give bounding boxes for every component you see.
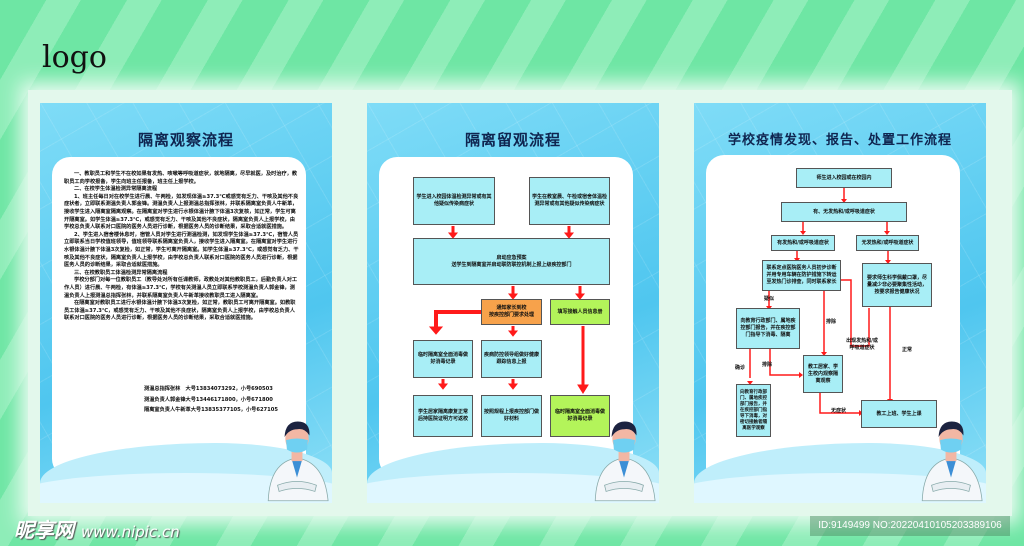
poster-title: 隔离观察流程 [137,131,234,149]
flow-box: 要求师生科学佩戴口罩，尽量减少非必要聚集性活动，按要求报告健康状况 [862,263,932,307]
flow-arrows [428,226,589,394]
paragraph: 2、学生进入宿舍楼休息时，宿管人员对学生进行测温检测，如发现学生体温≥37.3℃… [64,231,299,269]
flow-label: 确诊 [735,365,746,371]
flow-label: 疑似 [764,296,775,302]
flow-box: 向教育行政部门、属地疾控部门报告，并在疾控部门指导下消毒，对密切接触者隔离医学观… [736,384,771,437]
flow-label: 正常 [902,347,913,353]
flow-label: 排除 [826,319,837,325]
paragraph: 三、在校教职员工体温检测异常隔离流程 [74,269,168,276]
flow-box: 教工上班、学生上课 [861,400,937,428]
poster-title: 学校疫情发现、报告、处置工作流程 [727,133,952,148]
flow-box: 有发热和/或呼吸道症状 [771,235,835,251]
flow-box: 联系定点医院医务人员初步诊断并用专用车辆在防护措施下转运至发热门诊排查，同时联系… [762,260,841,291]
contacts: 测温总指挥张林 大号13834073292，小号690503 测温负责人郭金锋大… [144,384,278,416]
watermark-id: ID:9149499 NO:20220410105203389106 [810,516,1010,536]
flow-box: 学生进入校园体温检测异常或有其他疑似传染病症状 [413,177,495,225]
watermark-site-name: 昵享网 [14,518,74,542]
flow-box-contact-register: 填写接触人员信息册 [550,299,610,325]
paragraph: 在隔离室对教职员工进行水银体温计腋下体温3次复检，如正常，教职员工可离开隔离室。… [64,300,296,322]
flow-box-notify-parents: 通知家长到校 按疾控部门要求处理 [481,299,542,325]
flow-box: 学生居家隔离康复正常后持医院证明方可返校 [413,395,473,437]
flow-box: 临时隔离室全面消毒做好消毒记录 [550,395,610,437]
poster-isolation-observation: 隔离观察流程 一、教职员工和学生不在校如果有发热、咳嗽等呼吸道症状，就地隔离，尽… [40,103,332,503]
contact-line: 测温负责人郭金锋大号13446171800，小号671800 [144,396,273,403]
flow-label: 出现发热和/或呼吸道症状 [846,338,878,351]
poster-title: 隔离留观流程 [464,131,561,149]
flow-box: 向教育行政部门、属地疾控部门报告，并在疾控部门指导下消毒、隔离 [736,308,800,349]
contact-line: 测温总指挥张林 大号13834073292，小号690503 [144,386,273,392]
flow-arrows [747,188,893,416]
flow-box: 按照规程上报疾控部门做好材料 [481,395,542,437]
flow-label: 无症状 [831,408,847,414]
watermark-url: www.nipic.cn [80,523,180,541]
logo: logo [42,40,107,75]
flow-label: 排除 [762,362,773,368]
doctor-illustration [921,421,983,502]
flow-box: 疾病防控领导组做好健康跟踪信息上报 [481,340,542,378]
flow-box: 学生在教室晨、午检或宿舍体温检测异常或有其他疑似传染病症状 [529,177,610,225]
flow-box: 教工居家、学生校内观察隔离观察 [803,355,843,393]
flow-box: 师生进入校园或在校园内 [796,168,892,188]
paragraph: 二、在校学生体温检测异常隔离流程 [74,186,158,193]
paragraph: 学校分部门对每一位教职员工（教导处对所有任课教师，政教处对其他教职员工，后勤负责… [64,277,298,299]
content-card [52,157,306,477]
body-text: 一、教职员工和学生不在校如果有发热、咳嗽等呼吸道症状，就地隔离，尽早就医，及时治… [64,171,300,323]
contact-line: 隔离室负责人牛新革大号13835377105，小号627105 [144,407,278,413]
flow-box: 有、无发热和/或呼吸道症状 [781,202,907,222]
flow-box: 临时隔离室全面消毒做好消毒记录 [413,340,473,378]
poster-isolation-retention: 隔离留观流程 学生进入校园体温检测异常或有其他疑似传染病症状 学生在教室晨、午检… [367,103,659,503]
paragraph: 1、班主任每日对在校学生进行晨、午两检，如发现体温≥37.3℃或感觉有乏力、干咳… [64,193,299,231]
paragraph: 一、教职员工和学生不在校如果有发热、咳嗽等呼吸道症状，就地隔离，尽早就医，及时治… [64,171,298,185]
flow-box: 无发热和/或呼吸道症状 [856,235,919,251]
doctor-illustration [267,421,329,502]
poster-epidemic-handling: 学校疫情发现、报告、处置工作流程 师生进入校园或在校园内 有、无发热和/或呼吸道… [694,103,986,503]
watermark-site: 昵享网 www.nipic.cn [14,514,180,543]
doctor-illustration [594,421,656,502]
flow-box: 启动应急预案 送学生到隔离室并启动联防联控机制上报上级疾控部门 [413,238,610,285]
